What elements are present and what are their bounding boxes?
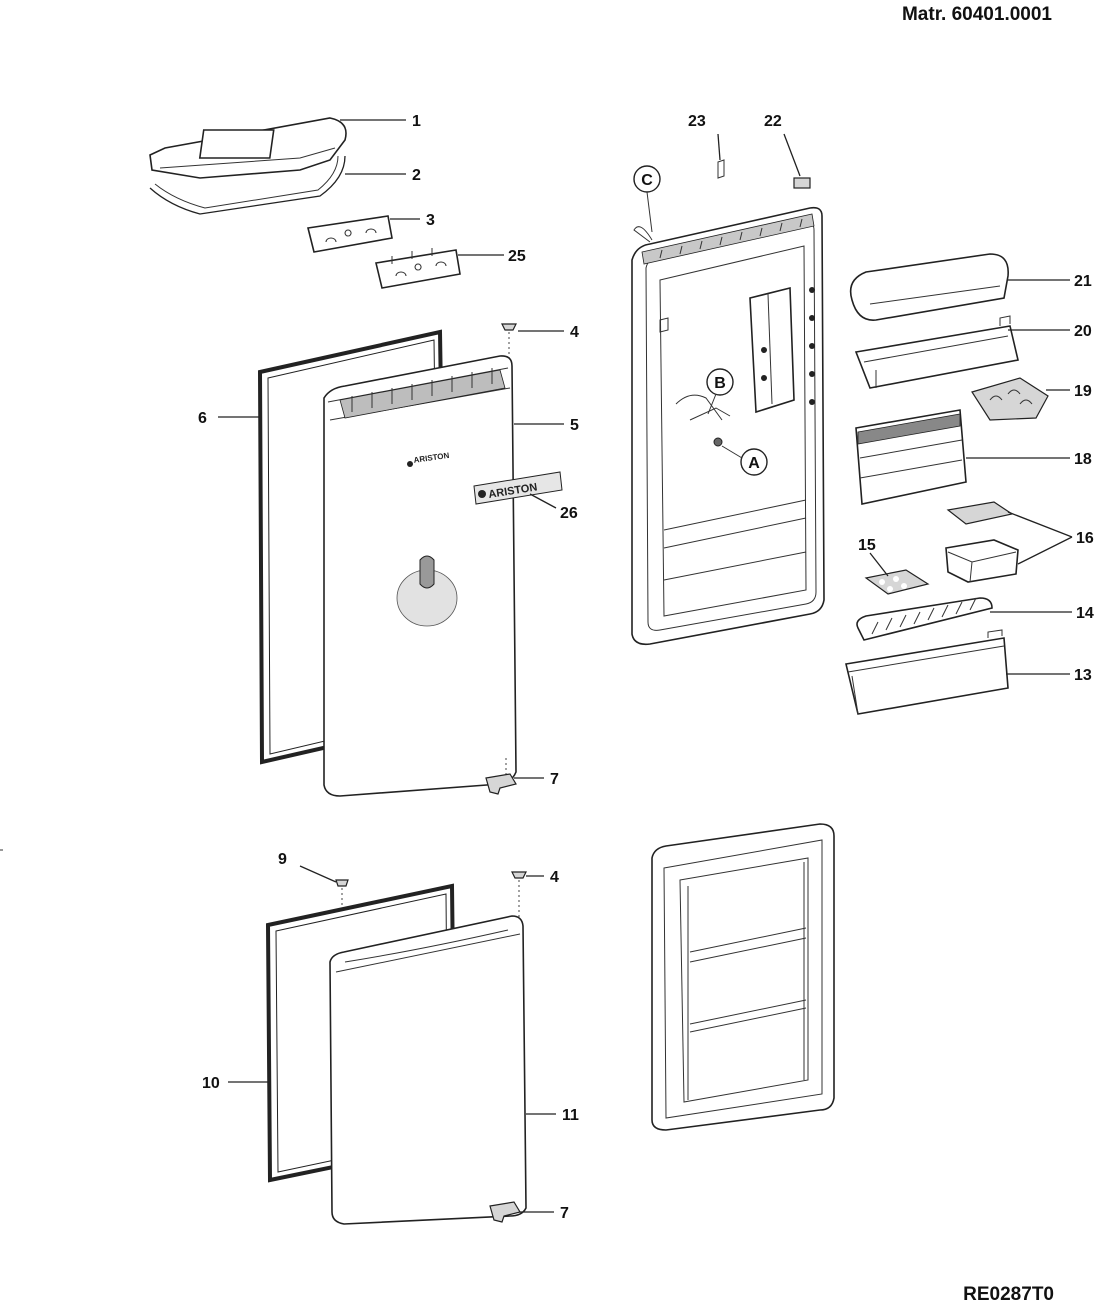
part-14-bottle-rack	[856, 597, 993, 641]
leader-lines	[0, 119, 1073, 1213]
part-number-labels: 1 2 3 25 4 6 5 26 7 9 4 10 11 7 23 22 21…	[198, 113, 1094, 1222]
label-23: 23	[688, 113, 706, 130]
label-21: 21	[1074, 273, 1092, 290]
label-2: 2	[412, 167, 421, 184]
part-20-butter-tray	[854, 315, 1019, 389]
part-26-brand-badge: ARISTON	[473, 471, 563, 505]
svg-text:A: A	[748, 455, 760, 472]
part-2-handle-gasket	[149, 155, 346, 215]
part-5-upper-door: ARISTON	[323, 355, 517, 797]
label-15: 15	[858, 537, 876, 554]
svg-text:C: C	[641, 172, 653, 189]
part-23-hinge-pin	[717, 159, 725, 179]
label-19: 19	[1074, 383, 1092, 400]
label-7-lower: 7	[560, 1205, 569, 1222]
part-21-butter-lid	[849, 253, 1009, 321]
label-3: 3	[426, 212, 435, 229]
door-liner-lower	[651, 823, 835, 1131]
door-liner-upper	[631, 206, 825, 646]
label-4-lower: 4	[550, 869, 559, 886]
document-number: Matr. 60401.0001	[901, 4, 1052, 25]
label-9: 9	[278, 851, 287, 868]
detail-callout-c: C	[633, 165, 661, 233]
label-13: 13	[1074, 667, 1092, 684]
part-16-ice-tray-lid	[946, 501, 1014, 525]
part-3-hinge-plate	[307, 215, 393, 253]
label-6: 6	[198, 410, 207, 427]
label-26: 26	[560, 505, 578, 522]
part-7-door-stop-lower	[489, 1201, 521, 1223]
part-4-screw-lower	[511, 871, 527, 950]
label-7-upper: 7	[550, 771, 559, 788]
part-1-handle-cover	[149, 117, 347, 179]
label-11: 11	[562, 1107, 579, 1124]
detail-callout-a: A	[721, 445, 768, 476]
label-1: 1	[412, 113, 421, 130]
part-22-clip	[793, 177, 811, 189]
label-4-upper: 4	[570, 324, 579, 341]
part-15-egg-holder	[864, 569, 930, 595]
part-18-shelf-front	[855, 409, 967, 505]
label-16: 16	[1076, 530, 1094, 547]
label-18: 18	[1074, 451, 1092, 468]
part-25-hinge-bracket	[375, 248, 461, 289]
part-19-egg-tray	[971, 377, 1049, 421]
label-22: 22	[764, 113, 782, 130]
label-20: 20	[1074, 323, 1092, 340]
part-16-ice-box	[945, 539, 1019, 583]
part-7-door-stop-upper	[485, 758, 517, 795]
label-5: 5	[570, 417, 579, 434]
detail-callout-b: B	[706, 368, 734, 415]
part-13-door-bin	[845, 629, 1009, 715]
part-11-lower-door	[329, 915, 527, 1225]
label-25: 25	[508, 248, 526, 265]
label-10: 10	[202, 1075, 220, 1092]
svg-text:B: B	[714, 375, 726, 392]
drawing-reference: RE0287T0	[963, 1284, 1054, 1305]
label-14: 14	[1076, 605, 1094, 622]
